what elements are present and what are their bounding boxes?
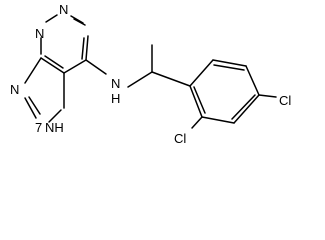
atom-label-nh: NH: [45, 120, 64, 135]
bond: [24, 57, 42, 84]
bond: [231, 94, 256, 120]
bond: [85, 35, 89, 61]
bond: [73, 18, 86, 26]
bond: [40, 57, 65, 74]
bond: [245, 65, 260, 96]
molecule-structure: N N N NH 7 N H Cl Cl: [10, 2, 291, 146]
atom-label-h-number: 7: [35, 120, 42, 135]
bond: [151, 71, 191, 87]
bond: [213, 64, 245, 71]
bond: [44, 55, 64, 69]
bond: [70, 15, 84, 24]
bonds: [24, 14, 277, 129]
bond: [193, 86, 206, 114]
atom-label-cl: Cl: [279, 93, 291, 108]
bond: [201, 116, 235, 124]
atom-label-n: N: [10, 82, 19, 97]
atom-label-cl: Cl: [174, 131, 186, 146]
structure-drawing: N N N NH 7 N H Cl Cl: [10, 2, 291, 146]
bond: [127, 71, 153, 88]
bond: [28, 96, 41, 115]
bond: [191, 116, 203, 129]
atom-labels: N N N NH 7 N H Cl Cl: [10, 2, 291, 146]
bond: [81, 37, 85, 60]
atom-label-n: N: [59, 2, 68, 17]
bond: [189, 85, 203, 118]
bond: [85, 59, 107, 75]
atom-label-n: N: [35, 26, 44, 41]
bond: [233, 94, 260, 124]
bond: [48, 109, 62, 123]
bond: [212, 59, 247, 67]
bond: [63, 59, 87, 74]
bond: [24, 97, 37, 119]
bond: [258, 94, 277, 98]
bond: [45, 14, 58, 23]
atom-label-n: N: [111, 76, 120, 91]
bond: [189, 59, 214, 87]
atom-label-h: H: [111, 91, 120, 106]
